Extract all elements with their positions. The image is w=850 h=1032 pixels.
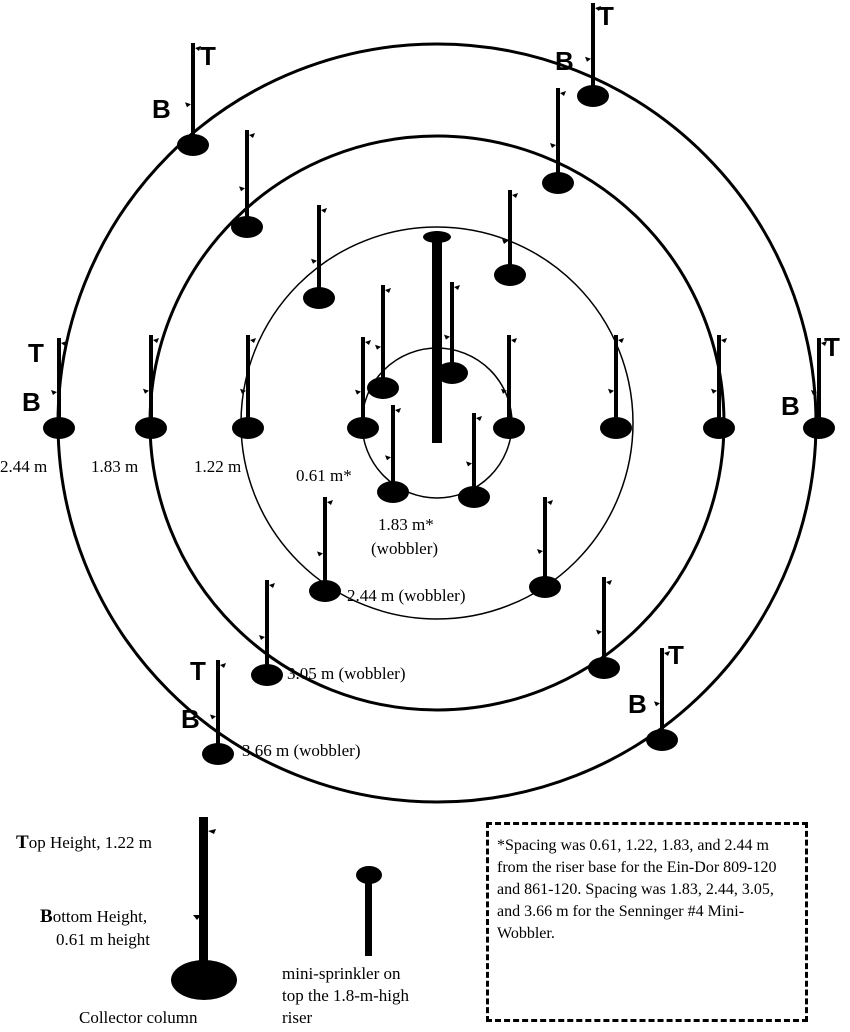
wobbler-label-second: 3.05 m (wobbler) [287, 664, 406, 683]
bottom-height-marker: B [555, 46, 574, 76]
collector-columns [43, 3, 835, 765]
collector-column [251, 580, 283, 686]
collector-column [377, 405, 409, 503]
bottom-height-marker: B [22, 387, 41, 417]
top-height-marker: T [668, 640, 684, 670]
bottom-height-marker: B [181, 704, 200, 734]
legend-bottom-height: Bottom Height, [40, 906, 148, 927]
collector-column [202, 660, 234, 765]
legend-collector-column [171, 817, 237, 1000]
collector-column [436, 282, 468, 384]
collector-column [177, 43, 209, 156]
ring-label-outer: 2.44 m [0, 457, 47, 476]
legend-sprinkler-line1: mini-sprinkler on [282, 964, 401, 983]
collector-column [646, 648, 678, 751]
top-height-marker: T [28, 338, 44, 368]
collector-column [577, 3, 609, 107]
ring-label-second: 1.83 m [91, 457, 138, 476]
collector-column [231, 130, 263, 238]
collector-column [703, 335, 735, 439]
legend-top-height: Top Height, 1.22 m [16, 832, 152, 853]
wobbler-label-inner: 1.83 m* [378, 515, 434, 534]
collector-column [135, 335, 167, 439]
wobbler-label-inner-sub: (wobbler) [371, 539, 438, 558]
collector-column [542, 88, 574, 194]
top-height-marker: T [598, 1, 614, 31]
top-height-marker: T [200, 41, 216, 71]
collector-column [458, 413, 490, 508]
central-sprinkler-riser [423, 231, 451, 443]
wobbler-label-outer: 3.66 m (wobbler) [242, 741, 361, 760]
wobbler-label-third: 2.44 m (wobbler) [347, 586, 466, 605]
bottom-height-marker: B [628, 689, 647, 719]
collector-column [232, 335, 264, 439]
spacing-note: *Spacing was 0.61, 1.22, 1.83, and 2.44 … [486, 822, 808, 1022]
legend-bottom-height-line2: 0.61 m height [56, 930, 150, 949]
legend-mini-sprinkler [356, 866, 382, 956]
collector-column [43, 338, 75, 439]
ring-label-inner: 0.61 m* [296, 466, 352, 485]
legend-sprinkler-line2: top the 1.8-m-high [282, 986, 410, 1005]
collector-column [529, 497, 561, 598]
collector-column [493, 335, 525, 439]
collector-column [303, 205, 335, 309]
collector-column [803, 338, 835, 439]
legend-collector-label: Collector column [79, 1008, 198, 1027]
ring-label-third: 1.22 m [194, 457, 241, 476]
bottom-height-marker: B [781, 391, 800, 421]
legend-sprinkler-line3: riser [282, 1008, 313, 1027]
collector-column [347, 337, 379, 439]
collector-column [494, 190, 526, 286]
top-height-marker: T [190, 656, 206, 686]
collector-column [309, 497, 341, 602]
bottom-height-marker: B [152, 94, 171, 124]
collector-column [367, 285, 399, 399]
top-height-marker: T [824, 332, 840, 362]
collector-column [588, 577, 620, 679]
collector-column [600, 335, 632, 439]
